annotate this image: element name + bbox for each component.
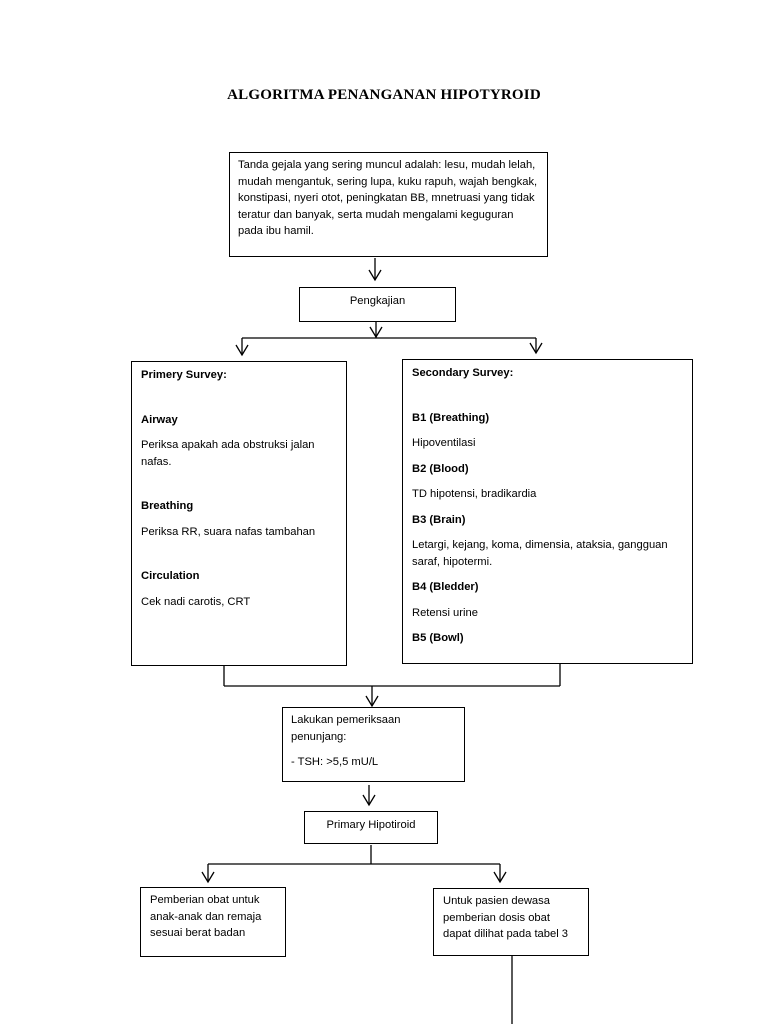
arrowhead-assessment: [368, 269, 382, 282]
adult-treatment-box: Untuk pasien dewasa pemberian dosis obat…: [433, 888, 589, 956]
arrowhead-exam: [365, 695, 379, 708]
arrowhead-children: [201, 871, 215, 884]
airway-label: Airway: [141, 413, 178, 426]
b2-text: TD hipotensi, bradikardia: [412, 488, 537, 500]
arrowhead-secondary-survey: [529, 342, 543, 355]
b4-label: B4 (Bledder): [412, 581, 479, 593]
b1-label: B1 (Breathing): [412, 411, 490, 424]
assessment-box: Pengkajian: [299, 287, 456, 322]
secondary-survey-title: Secondary Survey:: [412, 367, 514, 379]
secondary-survey-box: Secondary Survey: B1 (Breathing) Hipoven…: [402, 359, 693, 664]
symptoms-text: Tanda gejala yang sering muncul adalah: …: [238, 159, 538, 237]
b4-text: Retensi urine: [412, 606, 478, 619]
tsh-criteria: - TSH: >5,5 mU/L: [291, 756, 379, 768]
airway-text: Periksa apakah ada obstruksi jalan nafas…: [141, 439, 315, 468]
breathing-label: Breathing: [141, 500, 194, 512]
arrowhead-adult: [493, 871, 507, 884]
b1-text: Hipoventilasi: [412, 437, 476, 449]
diagnosis-label: Primary Hipotiroid: [326, 819, 416, 831]
assessment-label: Pengkajian: [349, 295, 406, 307]
primary-survey-title: Primery Survey:: [141, 369, 227, 381]
breathing-text: Periksa RR, suara nafas tambahan: [141, 525, 316, 538]
arrowhead-diagnosis: [362, 794, 376, 807]
children-treatment-box: Pemberian obat untuk anak-anak dan remaj…: [140, 887, 286, 957]
b2-label: B2 (Blood): [412, 462, 469, 475]
page-title: ALGORITMA PENANGANAN HIPOTYROID: [227, 87, 541, 103]
supporting-exam-box: Lakukan pemeriksaan penunjang: - TSH: >5…: [282, 707, 465, 782]
supporting-exam-text: Lakukan pemeriksaan penunjang:: [291, 714, 401, 743]
circulation-text: Cek nadi carotis, CRT: [141, 595, 251, 608]
adult-treatment-text: Untuk pasien dewasa pemberian dosis obat…: [443, 895, 569, 940]
children-treatment-text: Pemberian obat untuk anak-anak dan remaj…: [150, 894, 262, 939]
diagnosis-box: Primary Hipotiroid: [304, 811, 438, 844]
circulation-label: Circulation: [141, 570, 200, 582]
arrowhead-primary-survey: [235, 344, 249, 357]
b3-label: B3 (Brain): [412, 513, 466, 526]
b3-text: Letargi, kejang, koma, dimensia, ataksia…: [412, 539, 668, 568]
b5-label: B5 (Bowl): [412, 632, 464, 644]
arrowhead-split: [369, 326, 383, 339]
primary-survey-box: Primery Survey: Airway Periksa apakah ad…: [131, 361, 347, 666]
symptoms-box: Tanda gejala yang sering muncul adalah: …: [229, 152, 548, 257]
